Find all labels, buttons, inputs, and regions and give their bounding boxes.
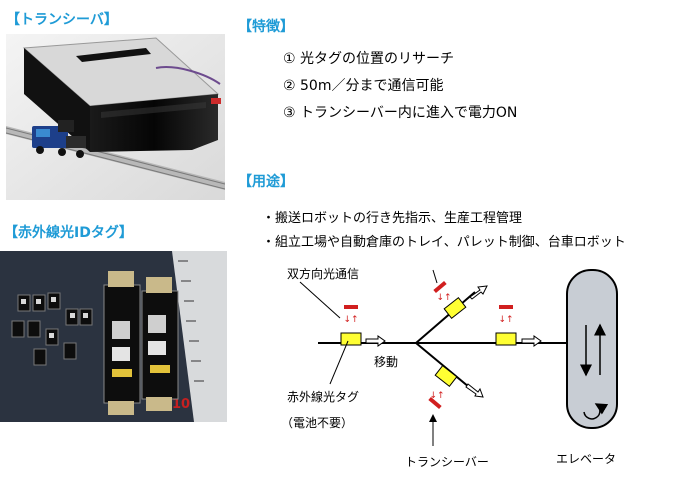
ir-tag-icon xyxy=(434,365,458,387)
feature-item-3: ③ トランシーバー内に進入で電力ON xyxy=(283,105,518,121)
move-arrow-icon xyxy=(469,285,488,300)
features-heading: 【特徴】 xyxy=(238,19,294,35)
ruler-number: 10 xyxy=(172,397,190,412)
svg-text:↓↑: ↓↑ xyxy=(429,391,444,401)
move-label: 移動 xyxy=(374,355,398,369)
no-battery-label: （電池不要） xyxy=(281,416,353,430)
transceiver-label: トランシーバー xyxy=(405,455,489,469)
move-arrow-icon xyxy=(365,335,386,347)
feature-item-2: ② 50m／分まで通信可能 xyxy=(283,78,444,94)
ir-tag-icon xyxy=(340,332,362,346)
transceiver-icon: ↓↑ xyxy=(498,305,514,325)
tag-photo-label: 【赤外線光IDタグ】 xyxy=(4,225,133,241)
use-item-2: ・組立工場や自動倉庫のトレイ、パレット制御、台車ロボット xyxy=(262,235,626,250)
bidirectional-label: 双方向光通信 xyxy=(287,266,359,281)
uses-heading: 【用途】 xyxy=(238,174,294,190)
transceiver-icon: ↓↑ xyxy=(433,280,452,303)
ir-tag-photo: 10 xyxy=(0,251,227,422)
elevator-shape xyxy=(566,269,618,429)
ir-tag-icon xyxy=(443,297,467,319)
svg-text:↓↑: ↓↑ xyxy=(498,315,513,325)
use-item-1: ・搬送ロボットの行き先指示、生産工程管理 xyxy=(262,211,523,226)
feature-item-1: ① 光タグの位置のリサーチ xyxy=(283,51,455,67)
ir-tag-label: 赤外線光タグ xyxy=(287,389,359,404)
ir-tag-icon xyxy=(495,332,517,346)
transceiver-icon: ↓↑ xyxy=(428,391,445,410)
move-arrow-icon xyxy=(521,335,542,347)
elevator-label: エレベータ xyxy=(556,452,616,466)
svg-text:↓↑: ↓↑ xyxy=(343,315,358,325)
transceiver-photo-label: 【トランシーバ】 xyxy=(6,12,118,28)
transceiver-photo xyxy=(6,34,225,200)
move-arrow-icon xyxy=(465,383,484,398)
transceiver-icon: ↓↑ xyxy=(343,305,359,325)
svg-text:↓↑: ↓↑ xyxy=(436,293,451,303)
